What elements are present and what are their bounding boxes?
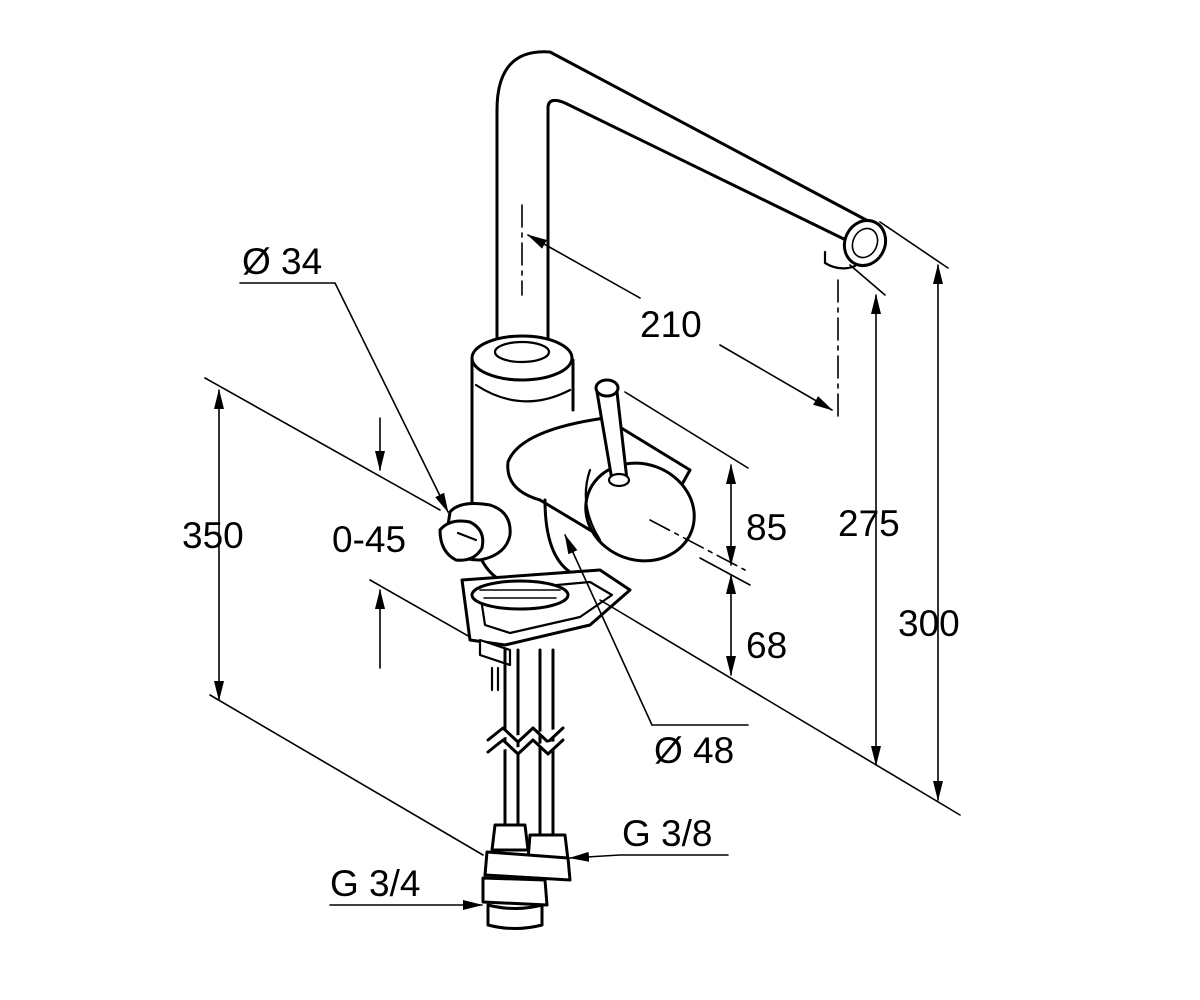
bracket-screw xyxy=(490,666,500,692)
label-275: 275 xyxy=(838,503,900,544)
label-045: 0-45 xyxy=(332,519,406,560)
ext-300-top xyxy=(879,221,949,269)
bracket-clip xyxy=(478,638,512,667)
mounting-nut xyxy=(470,579,570,611)
ext-275-top xyxy=(849,264,886,296)
spout-tip-inner xyxy=(851,227,879,259)
spout-outer xyxy=(495,50,872,347)
faucet xyxy=(438,50,888,930)
label-d34: Ø 34 xyxy=(242,241,322,282)
valve-knob-slot xyxy=(456,531,478,542)
dim-line-210-a xyxy=(527,234,641,299)
leader-g38 xyxy=(569,851,729,862)
ext-350-top xyxy=(204,377,441,511)
label-350: 350 xyxy=(182,515,244,556)
dimension-lines xyxy=(214,234,943,910)
label-g38: G 3/8 xyxy=(622,813,713,854)
leader-d48 xyxy=(564,534,749,726)
ext-350-bottom xyxy=(209,694,484,856)
label-210: 210 xyxy=(640,304,702,345)
ext-300-bottom xyxy=(599,599,961,816)
spout-inner xyxy=(546,98,852,352)
label-85: 85 xyxy=(746,507,787,548)
label-d48: Ø 48 xyxy=(654,730,734,771)
break-mark-top xyxy=(486,726,565,744)
fitting-nut-lower xyxy=(481,876,549,907)
dim-line-210-b xyxy=(719,344,833,411)
label-g34: G 3/4 xyxy=(330,863,421,904)
lever-top[interactable] xyxy=(594,378,620,398)
dimension-labels: Ø 34 210 350 0-45 85 275 300 68 Ø 48 G 3… xyxy=(182,241,960,904)
fitting-base xyxy=(486,903,544,930)
lever-base xyxy=(607,472,631,488)
valve-knob-front[interactable] xyxy=(438,519,485,562)
spout-tip xyxy=(842,219,888,267)
ext-85-top xyxy=(624,391,749,469)
leader-d34 xyxy=(239,282,449,513)
spout-base xyxy=(493,340,551,364)
mixer-cap xyxy=(584,461,696,563)
mixer-cap-edge xyxy=(584,468,602,542)
label-68: 68 xyxy=(746,625,787,666)
break-mark-bottom xyxy=(486,738,565,756)
extension-lines xyxy=(204,221,961,856)
nut-thread xyxy=(479,589,561,599)
label-300: 300 xyxy=(898,603,960,644)
ext-045-bottom xyxy=(369,579,471,638)
mounting-plate-inner xyxy=(478,580,614,635)
fitting-nut-upper xyxy=(483,850,572,882)
ext-85-mid xyxy=(699,557,751,586)
fitting-left xyxy=(490,823,530,852)
body-shade xyxy=(474,383,572,403)
